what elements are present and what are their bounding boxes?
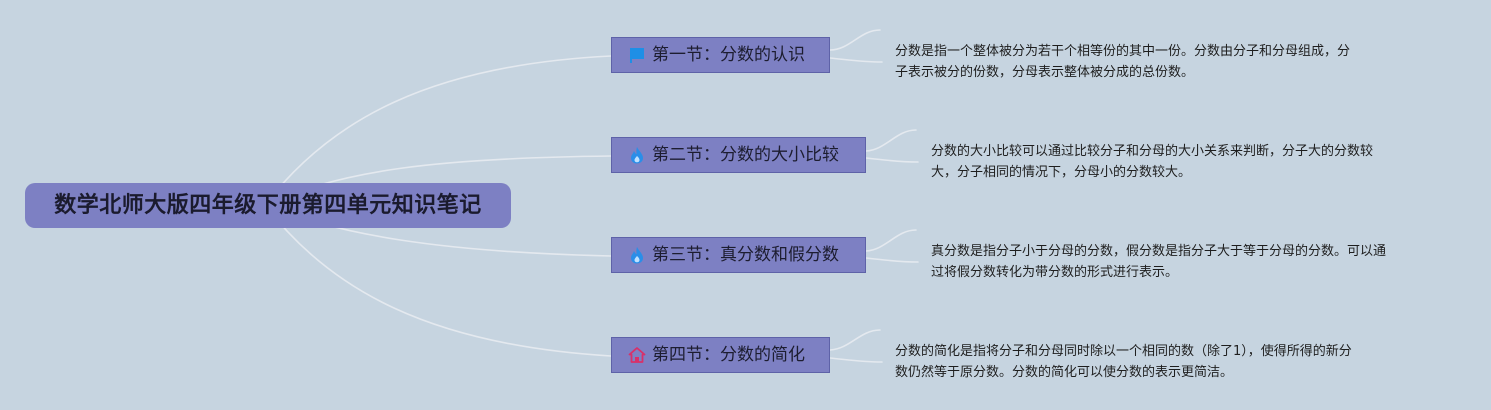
branch-section-2-label: 第二节：分数的大小比较 bbox=[652, 144, 839, 165]
branch-section-4[interactable]: 第四节：分数的简化 bbox=[611, 337, 830, 373]
note-section-1: 分数是指一个整体被分为若干个相等份的其中一份。分数由分子和分母组成，分 子表示被… bbox=[895, 44, 1351, 80]
home-icon bbox=[628, 346, 646, 364]
connector-section-3-note-lower bbox=[865, 257, 919, 263]
root-topic[interactable]: 数学北师大版四年级下册第四单元知识笔记 bbox=[25, 183, 511, 228]
connector-section-2-note bbox=[865, 129, 917, 152]
flag-icon bbox=[628, 46, 646, 64]
connector-section-4-note bbox=[829, 329, 881, 351]
branch-section-1[interactable]: 第一节：分数的认识 bbox=[611, 37, 830, 73]
flame-icon bbox=[628, 246, 646, 264]
connector-section-1-note-lower bbox=[829, 57, 883, 63]
branch-section-3-label: 第三节：真分数和假分数 bbox=[652, 244, 839, 265]
note-section-3: 真分数是指分子小于分母的分数，假分数是指分子大于等于分母的分数。可以通 过将假分… bbox=[931, 244, 1387, 280]
branch-section-1-label: 第一节：分数的认识 bbox=[652, 44, 805, 65]
connector-section-1-note bbox=[829, 29, 881, 51]
note-section-4: 分数的简化是指将分子和分母同时除以一个相同的数（除了1），使得所得的新分 数仍然… bbox=[895, 344, 1352, 380]
branch-section-2[interactable]: 第二节：分数的大小比较 bbox=[611, 137, 866, 173]
flame-icon bbox=[628, 146, 646, 164]
note-section-2: 分数的大小比较可以通过比较分子和分母的大小关系来判断，分子大的分数较 大，分子相… bbox=[931, 144, 1374, 180]
branch-section-3[interactable]: 第三节：真分数和假分数 bbox=[611, 237, 866, 273]
root-title: 数学北师大版四年级下册第四单元知识笔记 bbox=[54, 193, 482, 218]
branch-section-4-label: 第四节：分数的简化 bbox=[652, 344, 805, 365]
connector-section-3-note bbox=[865, 229, 917, 252]
connector-section-2-note-lower bbox=[865, 157, 919, 163]
connector-section-4-note-lower bbox=[829, 357, 883, 363]
